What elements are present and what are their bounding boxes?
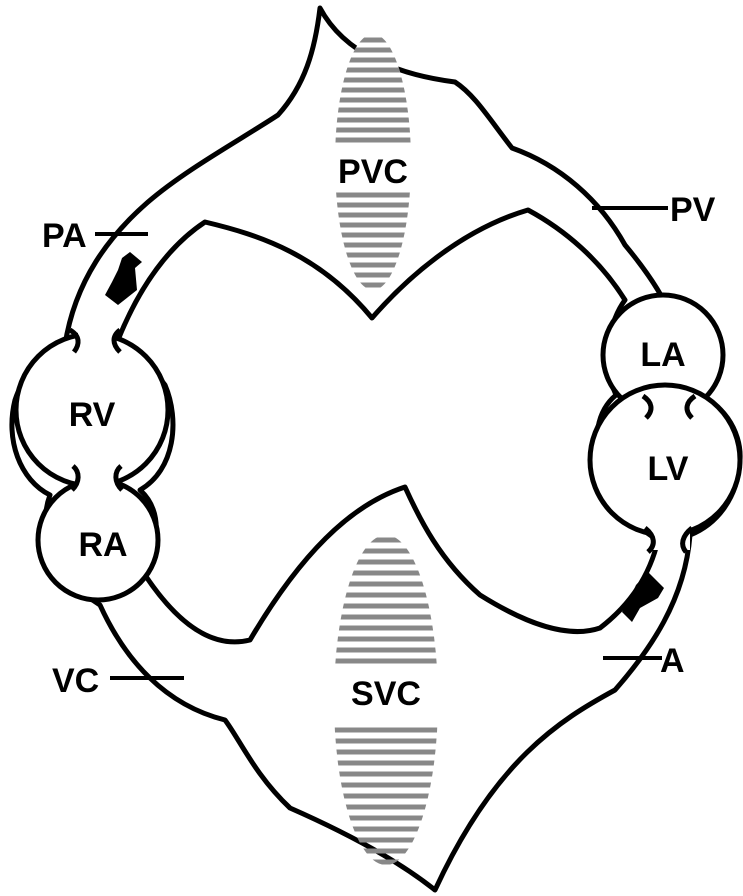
valve-gap-lv-a — [650, 528, 690, 550]
rv-label: RV — [69, 396, 116, 434]
valve-lv-a — [643, 526, 694, 554]
pvc-label: PVC — [338, 153, 408, 191]
valve-gap-rv-ra — [78, 466, 116, 488]
valve-rv-pa — [68, 327, 122, 354]
valve-la-lv — [641, 393, 697, 420]
pa-label: PA — [42, 217, 87, 255]
lv-label: LV — [648, 450, 689, 488]
vc-label: VC — [52, 662, 99, 700]
a-label: A — [660, 642, 685, 680]
la-label: LA — [640, 336, 685, 374]
valve-gap-la-lv — [648, 398, 690, 420]
flow-arrow-aortic — [622, 572, 664, 622]
pv-label: PV — [670, 191, 716, 229]
ra-label: RA — [78, 526, 127, 564]
circulation-inner-outline — [115, 207, 661, 645]
flow-arrow-pulmonary — [105, 252, 142, 305]
valve-gap-rv-pa — [78, 325, 116, 343]
valve-rv-ra — [70, 464, 124, 492]
svc-label: SVC — [351, 675, 421, 713]
